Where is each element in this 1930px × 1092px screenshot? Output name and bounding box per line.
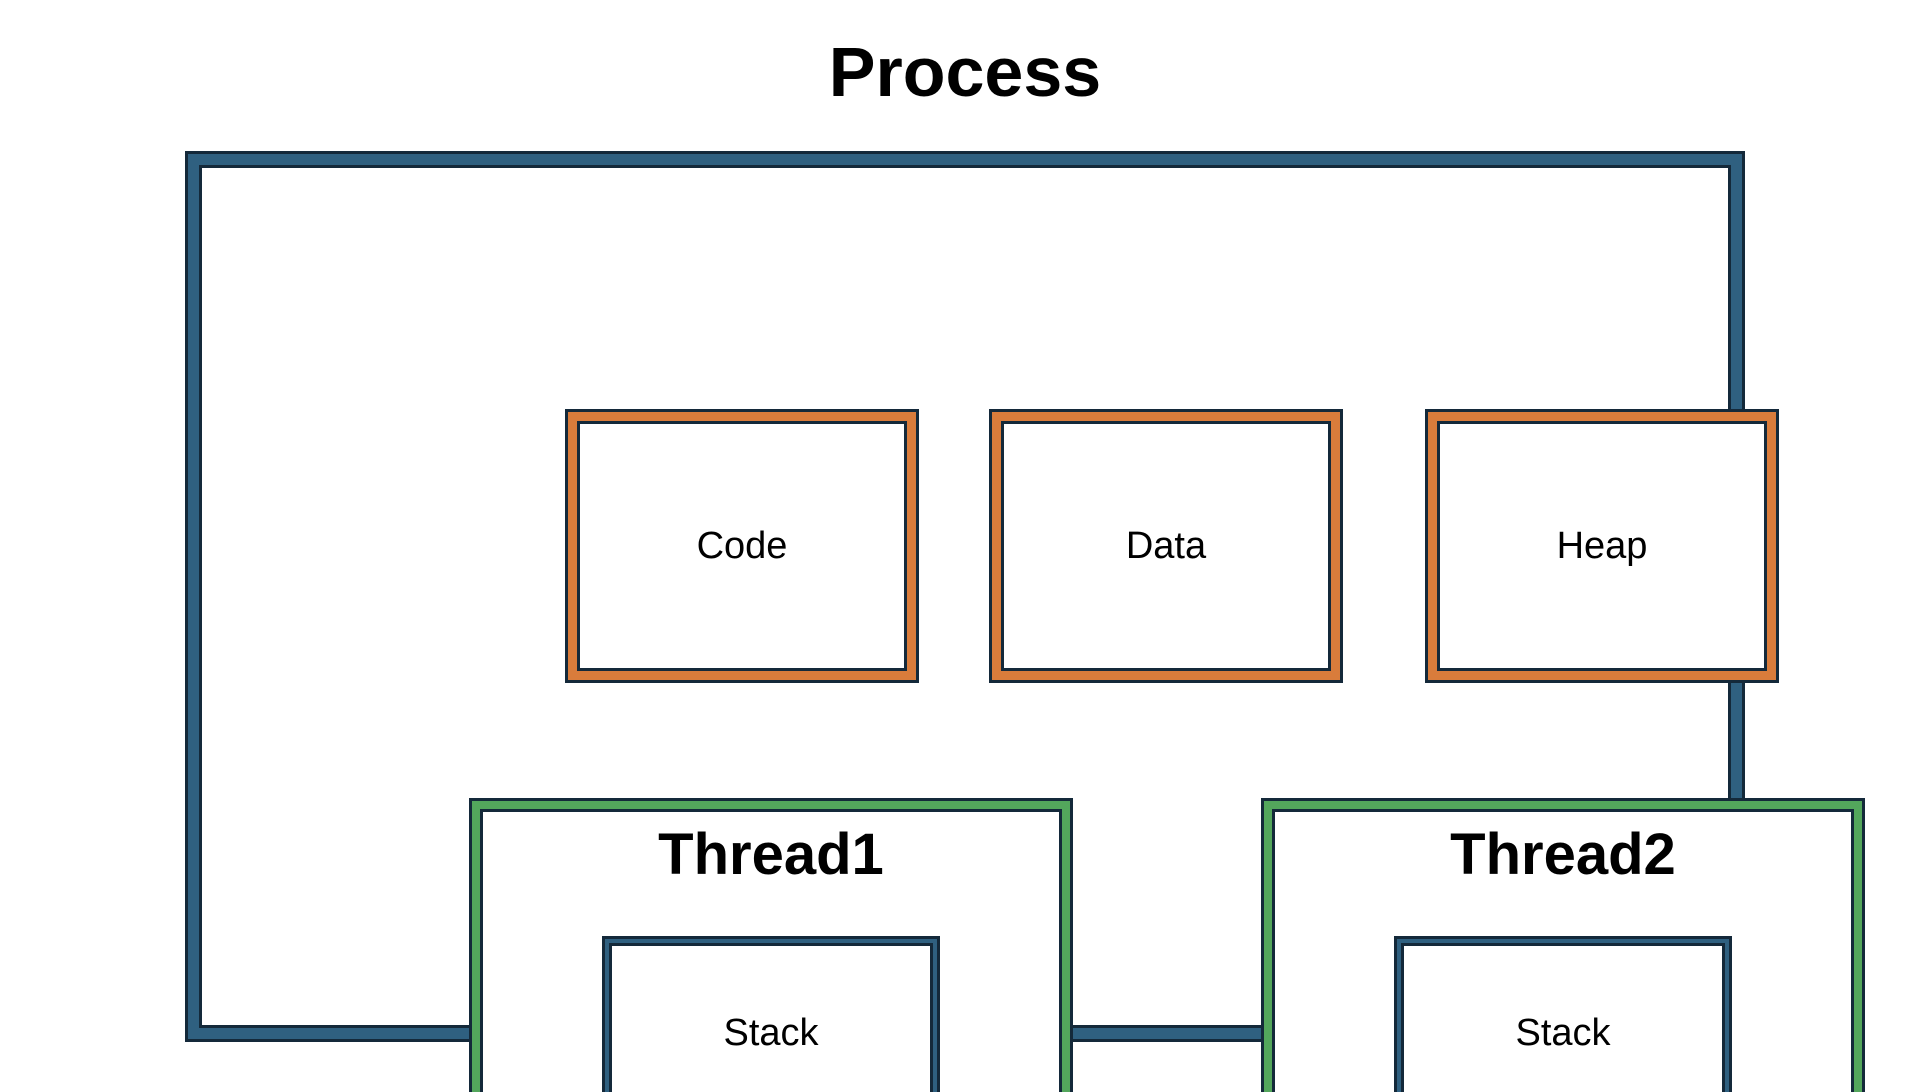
heap-box: Heap [1425, 409, 1779, 683]
thread1-stack-box: Stack [602, 936, 940, 1092]
thread2-stack-label: Stack [1515, 1011, 1611, 1054]
code-box: Code [565, 409, 919, 683]
thread2-stack-box: Stack [1394, 936, 1732, 1092]
thread2-label: Thread2 [1450, 822, 1676, 887]
data-label: Data [1125, 524, 1207, 567]
process-box: Code Data Heap Thread1 Stack Thread2 Sta… [185, 151, 1865, 1092]
thread2-box: Thread2 Stack [1261, 798, 1865, 1092]
thread1-box: Thread1 Stack [469, 798, 1073, 1092]
thread1-stack-label: Stack [723, 1011, 819, 1054]
thread1-label: Thread1 [658, 822, 884, 887]
process-title: Process [828, 33, 1102, 111]
data-box: Data [989, 409, 1343, 683]
heap-label: Heap [1556, 524, 1648, 567]
code-label: Code [696, 524, 788, 567]
